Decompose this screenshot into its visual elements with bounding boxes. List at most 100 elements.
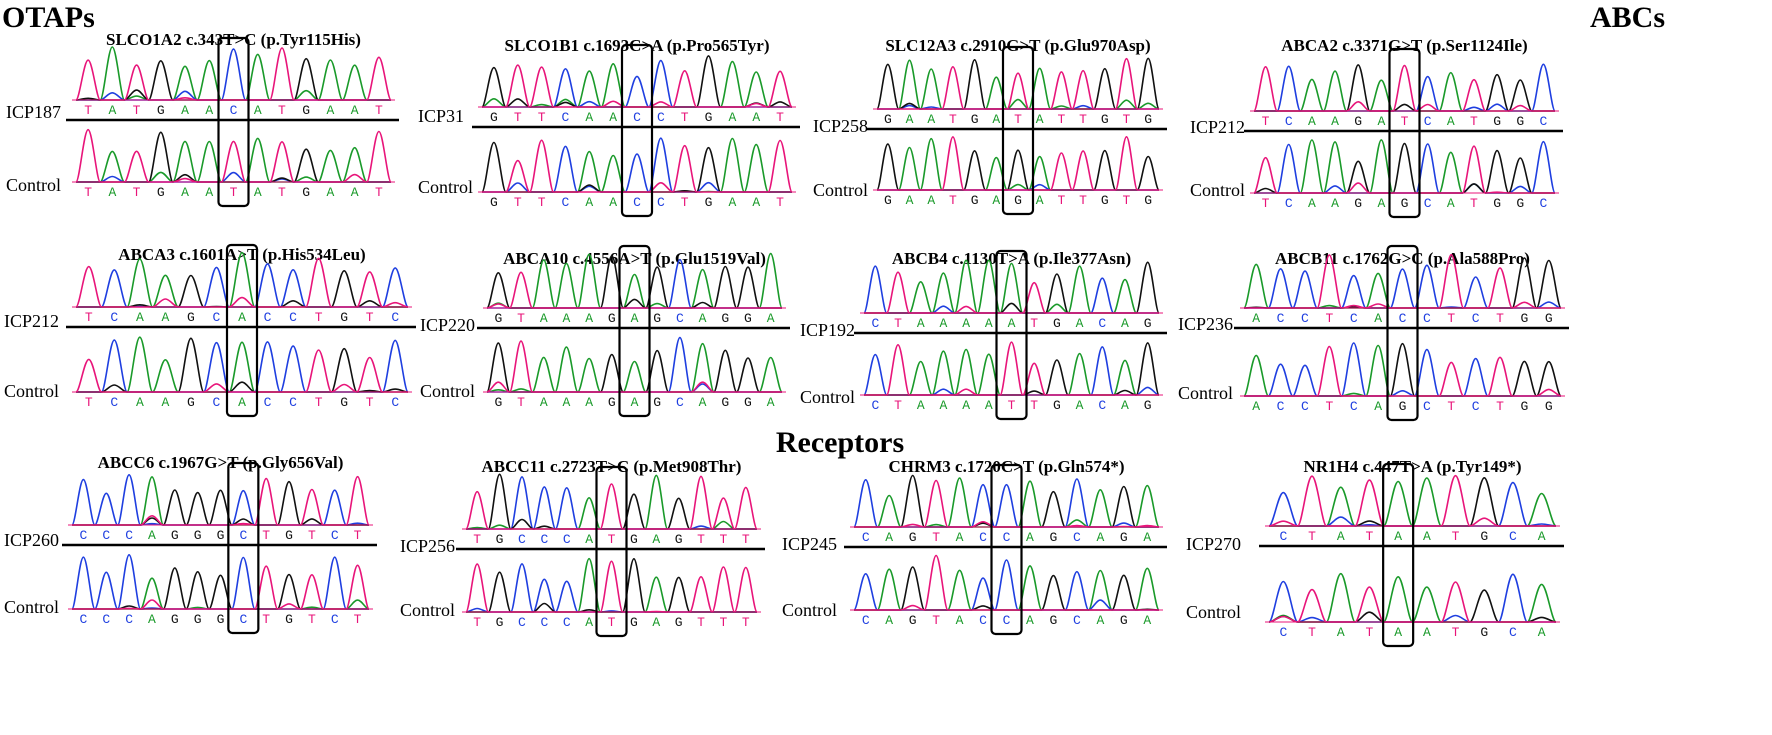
control-trace-T	[863, 341, 1159, 396]
control-trace-G	[481, 141, 792, 193]
control-base: G	[705, 195, 713, 210]
control-base: C	[1277, 399, 1285, 414]
control-base: A	[1538, 625, 1546, 640]
control-trace-G	[466, 557, 757, 613]
patient-label: ICP258	[813, 116, 868, 136]
control-base: G	[744, 395, 752, 410]
patient-base: A	[1076, 316, 1084, 331]
patient-base: A	[992, 112, 1000, 127]
patient-base: G	[744, 311, 752, 326]
patient-base: T	[84, 103, 92, 118]
control-base: G	[721, 395, 729, 410]
patient-base: T	[1366, 529, 1374, 544]
patient-base: G	[909, 530, 917, 545]
control-base: G	[1545, 399, 1553, 414]
patient-base: T	[375, 103, 383, 118]
control-trace-G	[76, 337, 409, 393]
patient-base: A	[962, 316, 970, 331]
patient-base: C	[1003, 530, 1011, 545]
patient-base: C	[102, 528, 110, 543]
patient-base: C	[80, 528, 88, 543]
control-base: C	[1350, 399, 1358, 414]
patient-trace-G	[854, 474, 1159, 528]
variant-highlight-box	[595, 465, 628, 638]
patient-base: T	[697, 532, 705, 547]
control-base: C	[979, 613, 987, 628]
control-base: A	[699, 395, 707, 410]
patient-base: G	[1480, 529, 1488, 544]
control-base: G	[496, 615, 504, 630]
patient-base: A	[351, 103, 359, 118]
patient-base: G	[194, 528, 202, 543]
patient-base: T	[517, 311, 525, 326]
panel-title: ABCB11 c.1762G>C (p.Ala588Pro)	[1275, 249, 1530, 268]
control-base: C	[391, 395, 399, 410]
control-trace-T	[876, 135, 1159, 191]
control-base: T	[1325, 399, 1333, 414]
control-base: C	[862, 613, 870, 628]
control-base: A	[181, 185, 189, 200]
patient-trace-T	[486, 271, 782, 309]
control-base: G	[1050, 613, 1058, 628]
patient-base: A	[927, 112, 935, 127]
control-base: T	[1496, 399, 1504, 414]
patient-base: A	[1337, 529, 1345, 544]
control-trace-T	[1253, 145, 1555, 194]
control-base: C	[1285, 196, 1293, 211]
variant-highlight-box	[227, 461, 260, 635]
patient-base: G	[1053, 316, 1061, 331]
patient-base: G	[340, 310, 348, 325]
control-base: T	[262, 612, 270, 627]
patient-base: C	[871, 316, 879, 331]
control-label: Control	[782, 600, 837, 620]
control-base: A	[906, 193, 914, 208]
patient-base: A	[906, 112, 914, 127]
control-base: T	[1470, 196, 1478, 211]
patient-base: A	[1374, 311, 1382, 326]
control-base: A	[1337, 625, 1345, 640]
patient-base: C	[1073, 530, 1081, 545]
control-base: G	[194, 612, 202, 627]
patient-trace-A	[72, 476, 369, 526]
control-trace-T	[75, 349, 408, 393]
patient-base: G	[171, 528, 179, 543]
panel-title: ABCB4 c.1130T>A (p.Ile377Asn)	[892, 249, 1131, 268]
patient-base: G	[285, 528, 293, 543]
patient-base: T	[354, 528, 362, 543]
control-base: C	[540, 615, 548, 630]
patient-base: A	[631, 311, 639, 326]
patient-base: A	[1096, 530, 1104, 545]
control-base: C	[213, 395, 221, 410]
control-trace-A	[876, 137, 1159, 191]
patient-base: A	[238, 310, 246, 325]
control-base: G	[157, 185, 165, 200]
control-trace-G	[876, 143, 1160, 191]
patient-base: G	[1545, 311, 1553, 326]
control-base: A	[1121, 398, 1129, 413]
control-base: T	[1123, 193, 1131, 208]
patient-base: T	[366, 310, 374, 325]
control-trace-C	[1243, 342, 1561, 397]
control-base: G	[653, 395, 661, 410]
control-base: A	[1377, 196, 1385, 211]
patient-base: A	[1008, 316, 1016, 331]
control-base: T	[681, 195, 689, 210]
variant-highlight-box	[225, 243, 259, 418]
patient-trace-G	[72, 480, 369, 526]
control-base: C	[676, 395, 684, 410]
control-base: T	[366, 395, 374, 410]
control-trace-G	[486, 342, 782, 393]
control-base: A	[631, 395, 639, 410]
control-label: Control	[6, 175, 61, 195]
control-trace-A	[76, 336, 408, 393]
variant-highlight-box	[1382, 462, 1415, 648]
control-base: A	[1076, 398, 1084, 413]
patient-base: T	[932, 530, 940, 545]
control-trace-G	[1253, 142, 1555, 194]
control-base: A	[108, 185, 116, 200]
control-base: T	[1079, 193, 1087, 208]
patient-base: A	[148, 528, 156, 543]
control-base: C	[1098, 398, 1106, 413]
control-base: T	[742, 615, 750, 630]
